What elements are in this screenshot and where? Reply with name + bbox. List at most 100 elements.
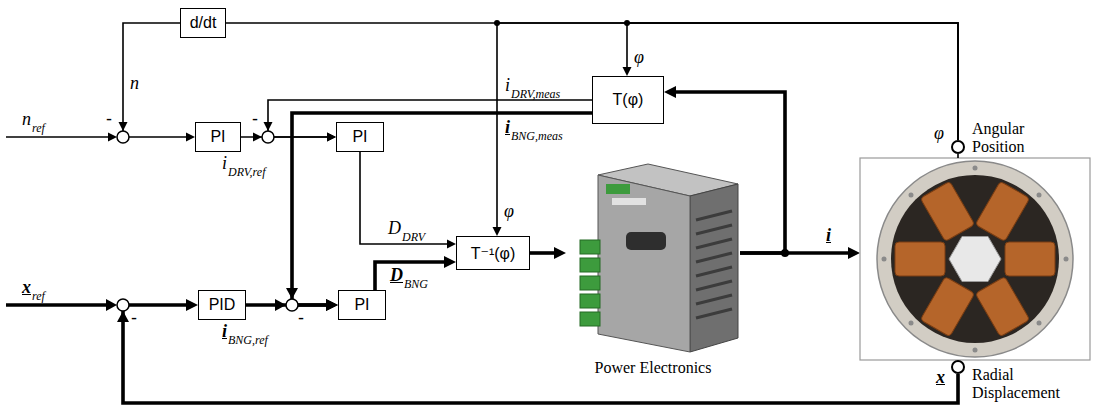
- label-anchor: -: [131, 309, 137, 329]
- transform-box: T(φ): [592, 76, 664, 124]
- sensor-stub: [957, 154, 959, 158]
- vector-signal-name: i: [505, 117, 510, 137]
- signal-line: [360, 152, 449, 244]
- vector-signal-name: D: [390, 265, 403, 285]
- displacement-sensor: Radial Displacement: [951, 360, 965, 374]
- label-anchor: DRV,meas: [511, 84, 560, 102]
- sensor-label: Angular Position: [972, 120, 1024, 155]
- arrow-head: [264, 122, 273, 131]
- vector-signal-name: x: [936, 367, 945, 387]
- summing-junction: [286, 299, 298, 311]
- signal-line: [530, 251, 556, 255]
- label-anchor: i: [222, 322, 227, 342]
- arrow-head: [554, 247, 566, 259]
- label-anchor: n: [130, 74, 139, 94]
- angle-sensor: Angular Position: [951, 140, 965, 154]
- signal-subscript: DRV,ref: [228, 165, 265, 179]
- label-anchor: BNG,ref: [228, 330, 268, 348]
- signal-line: [123, 23, 188, 137]
- differentiator-box: d/dt: [180, 8, 226, 38]
- position-controller-box: PID: [198, 290, 246, 320]
- branch-dot: [624, 20, 630, 26]
- label-anchor: BNG,meas: [511, 126, 563, 144]
- signal-connector: [530, 247, 566, 259]
- summing-junction: [117, 299, 129, 311]
- signal-connector: [360, 152, 456, 249]
- vector-signal-name: i: [222, 321, 227, 341]
- label-anchor: φ: [504, 202, 514, 222]
- signal-line: [375, 262, 446, 290]
- arrow-head: [186, 299, 198, 311]
- label-anchor: BNG: [404, 274, 428, 292]
- minus-sign: -: [131, 308, 137, 328]
- label-anchor: i: [505, 76, 510, 96]
- vector-signal-name: i: [826, 225, 831, 245]
- signal-connector: [375, 256, 456, 290]
- minus-sign: -: [252, 109, 258, 129]
- signal-subscript: BNG,meas: [511, 129, 563, 143]
- minus-sign: -: [298, 308, 304, 328]
- caption: Power Electronics: [595, 359, 712, 376]
- label-anchor: φ: [634, 48, 644, 68]
- arrow-head: [327, 133, 336, 142]
- block-label: T⁻¹(φ): [471, 244, 516, 263]
- block-label: PI: [354, 296, 369, 314]
- signal-connector: [123, 299, 958, 403]
- label-anchor: -: [252, 110, 258, 130]
- arrow-head: [623, 67, 632, 76]
- power-electronics-illustration: [580, 164, 738, 352]
- motor-illustration: [860, 158, 1090, 360]
- arrow-head: [108, 133, 117, 142]
- arrow-head: [275, 299, 286, 311]
- arrow-head: [286, 288, 298, 299]
- signal-line: [627, 23, 958, 140]
- bearing-current-controller-box: PI: [338, 290, 386, 320]
- label-anchor: D: [388, 219, 401, 239]
- branch-dot: [494, 20, 500, 26]
- signal-subscript: BNG: [404, 277, 428, 291]
- summing-junction: [262, 131, 274, 143]
- label-anchor: -: [106, 110, 112, 130]
- block-label: T(φ): [613, 91, 644, 109]
- reference-input-line: [6, 303, 108, 307]
- label-anchor: x: [22, 278, 31, 298]
- sensor-label: Radial Displacement: [972, 366, 1060, 401]
- current-controller-box: PI: [336, 122, 384, 152]
- label-anchor: x: [936, 368, 945, 388]
- signal-line: [123, 305, 958, 403]
- signal-subscript: DRV: [402, 230, 425, 244]
- speed-controller-box: PI: [195, 122, 241, 152]
- label-anchor: i: [505, 118, 510, 138]
- current-line: [740, 251, 850, 255]
- reference-input-line: [6, 136, 110, 138]
- arrow-head: [444, 256, 456, 268]
- text-anchor: Radial Displacement: [972, 366, 1082, 403]
- arrow-head: [326, 299, 338, 311]
- block-label: PI: [352, 128, 367, 146]
- arrow-head: [253, 133, 262, 142]
- text-anchor: Angular Position: [972, 120, 1064, 157]
- label-anchor: n: [22, 110, 31, 130]
- signal-subscript: ref: [32, 121, 45, 135]
- arrow-head: [117, 311, 129, 322]
- arrow-head: [326, 299, 338, 311]
- arrow-head: [186, 133, 195, 142]
- signal-name: D: [388, 218, 401, 238]
- arrow-head: [119, 122, 128, 131]
- signal-connector: [623, 23, 959, 140]
- signal-name: i: [505, 75, 510, 95]
- label-anchor: ref: [32, 286, 45, 304]
- label-anchor: φ: [934, 124, 944, 144]
- block-label: PID: [209, 296, 236, 314]
- arrow-head: [664, 86, 676, 98]
- label-anchor: i: [222, 154, 227, 174]
- signal-subscript: ref: [32, 289, 45, 303]
- label-anchor: DRV,ref: [228, 162, 265, 180]
- label-anchor: ref: [32, 118, 45, 136]
- text-anchor: Power Electronics: [566, 359, 740, 377]
- signal-line: [292, 113, 592, 305]
- label-anchor: D: [390, 266, 403, 286]
- signal-name: n: [22, 109, 31, 129]
